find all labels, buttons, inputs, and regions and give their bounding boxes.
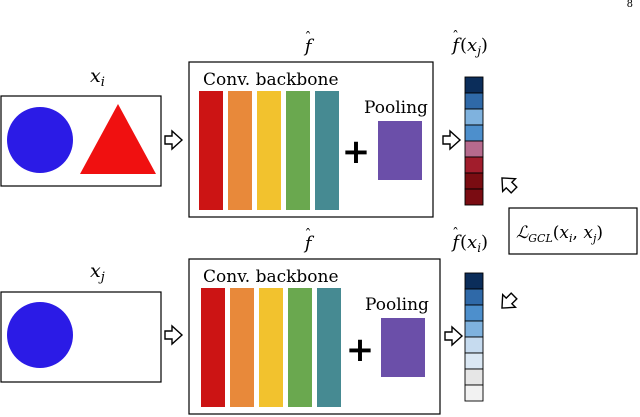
top-output-vector — [464, 76, 484, 206]
bottom-output-label: fˆ(xi) — [450, 226, 488, 255]
conv-layer-5 — [317, 288, 341, 407]
conv-layer-1 — [201, 288, 225, 407]
loss-to-top-arrow-icon — [494, 170, 522, 198]
red-triangle — [80, 104, 156, 174]
top-pooling-label: Pooling — [364, 98, 428, 118]
top-pooling-block — [378, 121, 422, 180]
top-backbone-label: Conv. backbone — [203, 70, 339, 90]
top-input-arrow-icon — [164, 130, 183, 150]
blue-circle — [7, 302, 73, 368]
vector-cell — [464, 336, 484, 354]
bottom-model-label: fˆ — [303, 227, 315, 254]
vector-cell — [464, 172, 484, 190]
top-output-arrow-icon — [442, 130, 461, 150]
bottom-plus-sign: + — [346, 330, 375, 370]
vector-cell — [464, 92, 484, 110]
top-model-label: fˆ — [303, 30, 315, 57]
bottom-backbone-label: Conv. backbone — [203, 267, 339, 287]
conv-layer-4 — [288, 288, 312, 407]
conv-layer-4 — [286, 91, 310, 210]
vector-cell — [464, 140, 484, 158]
bottom-output-vector — [464, 272, 484, 402]
loss-block: ℒGCL(xi, xj) — [494, 170, 638, 316]
vector-cell — [464, 384, 484, 402]
vector-cell — [464, 188, 484, 206]
conv-layer-2 — [228, 91, 252, 210]
conv-layer-1 — [199, 91, 223, 210]
blue-circle — [7, 107, 73, 173]
top-input-label: xi — [90, 65, 105, 90]
vector-cell — [464, 156, 484, 174]
vector-cell — [464, 352, 484, 370]
bottom-output-arrow-icon — [444, 326, 463, 346]
conv-layer-5 — [315, 91, 339, 210]
vector-cell — [464, 320, 484, 338]
bottom-input-label: xj — [90, 260, 105, 285]
bottom-branch: xj fˆ Conv. backbone + Pooling fˆ(xi) — [0, 226, 488, 415]
top-output-label: fˆ(xj) — [450, 29, 488, 58]
conv-layer-2 — [230, 288, 254, 407]
vector-cell — [464, 304, 484, 322]
top-branch: xi fˆ Conv. backbone + Pooling fˆ(xj) — [0, 29, 488, 218]
bottom-input-arrow-icon — [164, 325, 183, 345]
conv-layer-3 — [259, 288, 283, 407]
bottom-pooling-block — [381, 318, 425, 377]
loss-to-bottom-arrow-icon — [494, 288, 522, 316]
bottom-pooling-label: Pooling — [365, 295, 429, 315]
top-backbone-layers — [199, 91, 339, 210]
page-number: 8 — [627, 0, 633, 10]
vector-cell — [464, 288, 484, 306]
vector-cell — [464, 76, 484, 94]
bottom-backbone-layers — [201, 288, 341, 407]
top-plus-sign: + — [342, 132, 371, 172]
conv-layer-3 — [257, 91, 281, 210]
vector-cell — [464, 124, 484, 142]
vector-cell — [464, 368, 484, 386]
loss-box — [508, 207, 638, 255]
vector-cell — [464, 108, 484, 126]
vector-cell — [464, 272, 484, 290]
